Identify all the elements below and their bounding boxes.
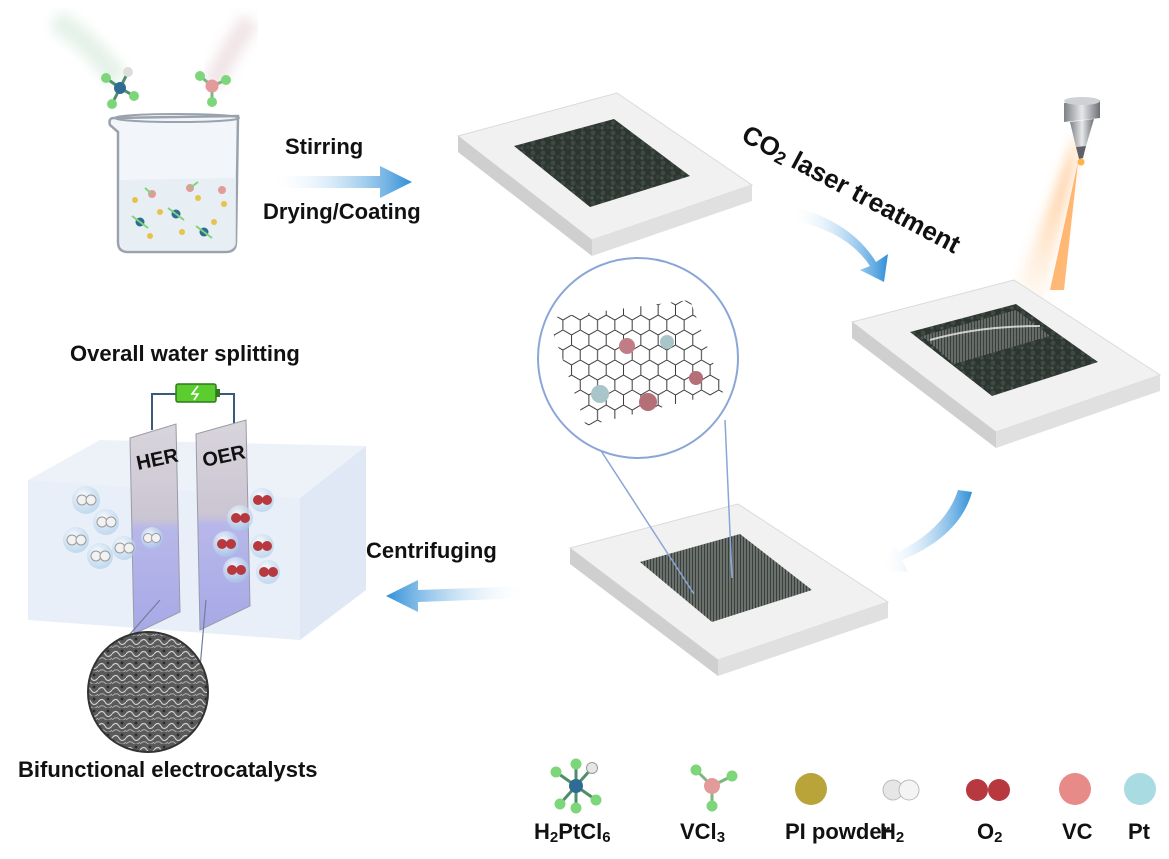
legend-label-part: 2 <box>549 829 559 846</box>
legend-label-part: 6 <box>602 829 611 846</box>
vc-particle <box>619 338 635 354</box>
label-bifunctional-electrocatalysts: Bifunctional electrocatalysts <box>18 757 318 782</box>
legend-label-pt: Pt <box>1128 819 1150 845</box>
legend-label-part: PtCl <box>558 819 603 844</box>
label-overall-water-splitting: Overall water splitting <box>70 341 300 366</box>
legend-label-part: VCl <box>680 819 717 844</box>
graphene-zoom <box>537 257 739 595</box>
arrow-to-product <box>880 490 972 572</box>
legend-icon-h2ptcl6 <box>550 758 602 814</box>
laser-head <box>1000 97 1100 330</box>
pt-particle <box>591 385 609 403</box>
legend-label-part: H <box>880 819 896 844</box>
legend-label-part: PI powder <box>785 819 891 844</box>
legend-label-vcl3: VCl3 <box>680 819 725 846</box>
label-drying-coating: Drying/Coating <box>263 199 421 224</box>
water-splitting-cell <box>28 383 366 753</box>
substrate-coated <box>456 92 754 256</box>
substrate-product <box>568 503 890 676</box>
legend-label-h2ptcl6: H2PtCl6 <box>534 819 611 846</box>
legend-icon-vc <box>1059 773 1091 805</box>
arrow-stirring <box>270 166 412 198</box>
legend-icon-h2 <box>882 779 920 801</box>
h2-bubbles <box>63 486 163 569</box>
sem-image <box>87 631 209 753</box>
battery-icon <box>175 383 220 403</box>
o2-bubbles <box>213 488 280 584</box>
beaker <box>49 10 259 254</box>
label-centrifuging: Centrifuging <box>366 538 497 563</box>
legend-label-part: 2 <box>895 829 905 846</box>
label-stirring: Stirring <box>285 134 363 159</box>
legend-label-part: 2 <box>994 829 1003 846</box>
legend-label-pi-powder: PI powder <box>785 819 890 845</box>
legend-icon-pi-powder <box>795 773 827 805</box>
legend-label-h2: H2 <box>880 819 904 846</box>
legend-icon-o2 <box>966 779 1010 801</box>
legend-label-part: Pt <box>1128 819 1150 844</box>
vcl3-molecule-falling <box>195 71 231 107</box>
h2ptcl6-molecule-falling <box>101 67 139 109</box>
substrate-laser-treated <box>850 279 1162 448</box>
legend <box>550 758 1156 814</box>
legend-icon-vcl3 <box>690 764 738 812</box>
legend-label-part: 3 <box>716 829 726 846</box>
legend-label-part: O <box>977 819 995 844</box>
beaker-contents <box>131 181 227 239</box>
legend-icon-pt <box>1124 773 1156 805</box>
vc-particle <box>639 393 657 411</box>
arrow-laser-treatment <box>790 206 888 282</box>
legend-label-part: VC <box>1062 819 1093 844</box>
legend-label-o2: O2 <box>977 819 1002 846</box>
legend-label-vc: VC <box>1062 819 1093 845</box>
pt-particle <box>660 335 674 349</box>
arrow-centrifuging <box>386 580 528 612</box>
vc-particle <box>689 371 703 385</box>
legend-label-part: H <box>534 819 550 844</box>
